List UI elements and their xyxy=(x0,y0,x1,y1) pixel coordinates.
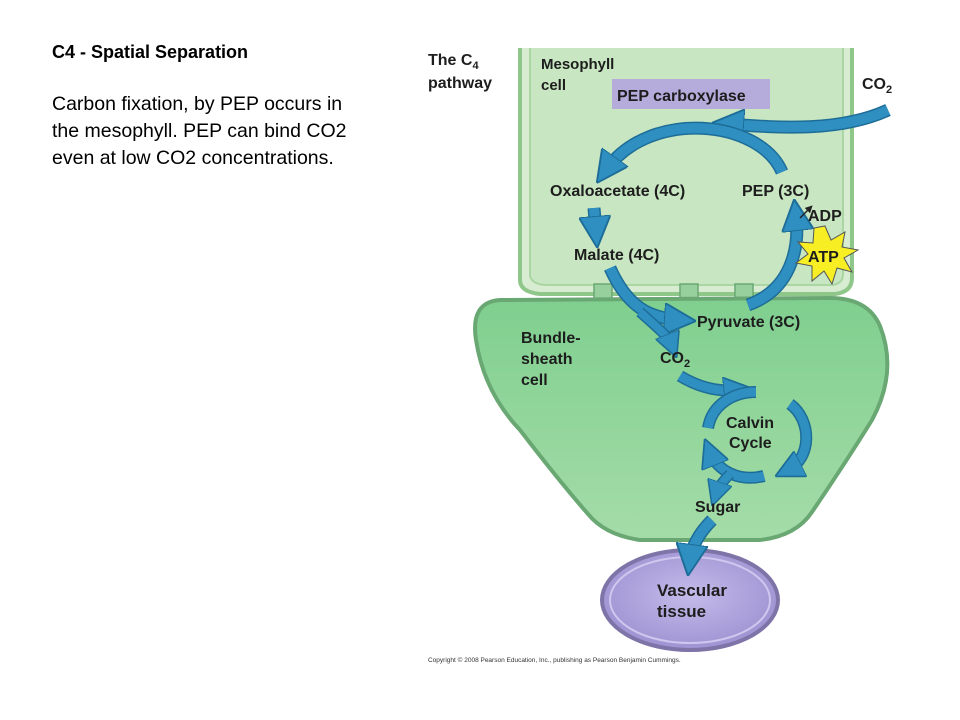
vascular-tissue xyxy=(600,548,780,652)
calvin-label-2: Cycle xyxy=(729,435,772,452)
slide-title: C4 - Spatial Separation xyxy=(52,42,249,62)
co2-in-label: CO2 xyxy=(862,76,892,96)
vascular-label-1: Vascular xyxy=(657,581,727,600)
malate-label: Malate (4C) xyxy=(574,247,659,264)
bundle-label-1: Bundle- xyxy=(521,330,581,347)
adp-label: ADP xyxy=(808,208,842,225)
body-line-2: the mesophyll. PEP can bind CO2 xyxy=(52,120,347,142)
enzyme-label: PEP carboxylase xyxy=(617,88,746,105)
atp-burst-icon xyxy=(794,225,860,286)
enzyme-box xyxy=(612,79,770,109)
mesophyll-label-2: cell xyxy=(541,77,566,94)
sugar-label: Sugar xyxy=(695,499,740,516)
mesophyll-label-1: Mesophyll xyxy=(541,56,614,73)
pathway-arrows xyxy=(594,104,891,560)
adp-arrow xyxy=(799,205,813,219)
calvin-label-1: Calvin xyxy=(726,415,774,432)
slide-body: Carbon fixation, by PEP occurs in the me… xyxy=(52,91,412,172)
bundle-label-3: cell xyxy=(521,372,548,389)
co2-released-label: CO2 xyxy=(660,350,690,370)
pep-label: PEP (3C) xyxy=(742,183,809,200)
vascular-label-2: tissue xyxy=(657,602,706,621)
heading-line2: pathway xyxy=(428,75,492,92)
pyruvate-label: Pyruvate (3C) xyxy=(697,314,800,331)
heading-line1: The C4 xyxy=(428,52,479,72)
body-line-1: Carbon fixation, by PEP occurs in xyxy=(52,93,343,115)
oxaloacetate-label: Oxaloacetate (4C) xyxy=(550,183,685,200)
atp-label: ATP xyxy=(808,249,839,266)
body-line-3: even at low CO2 concentrations. xyxy=(52,147,334,169)
bundle-sheath-cell xyxy=(473,295,890,542)
copyright-notice: Copyright © 2008 Pearson Education, Inc.… xyxy=(428,656,681,664)
slide-text: C4 - Spatial Separation Carbon fixation,… xyxy=(52,42,412,172)
bundle-label-2: sheath xyxy=(521,351,573,368)
